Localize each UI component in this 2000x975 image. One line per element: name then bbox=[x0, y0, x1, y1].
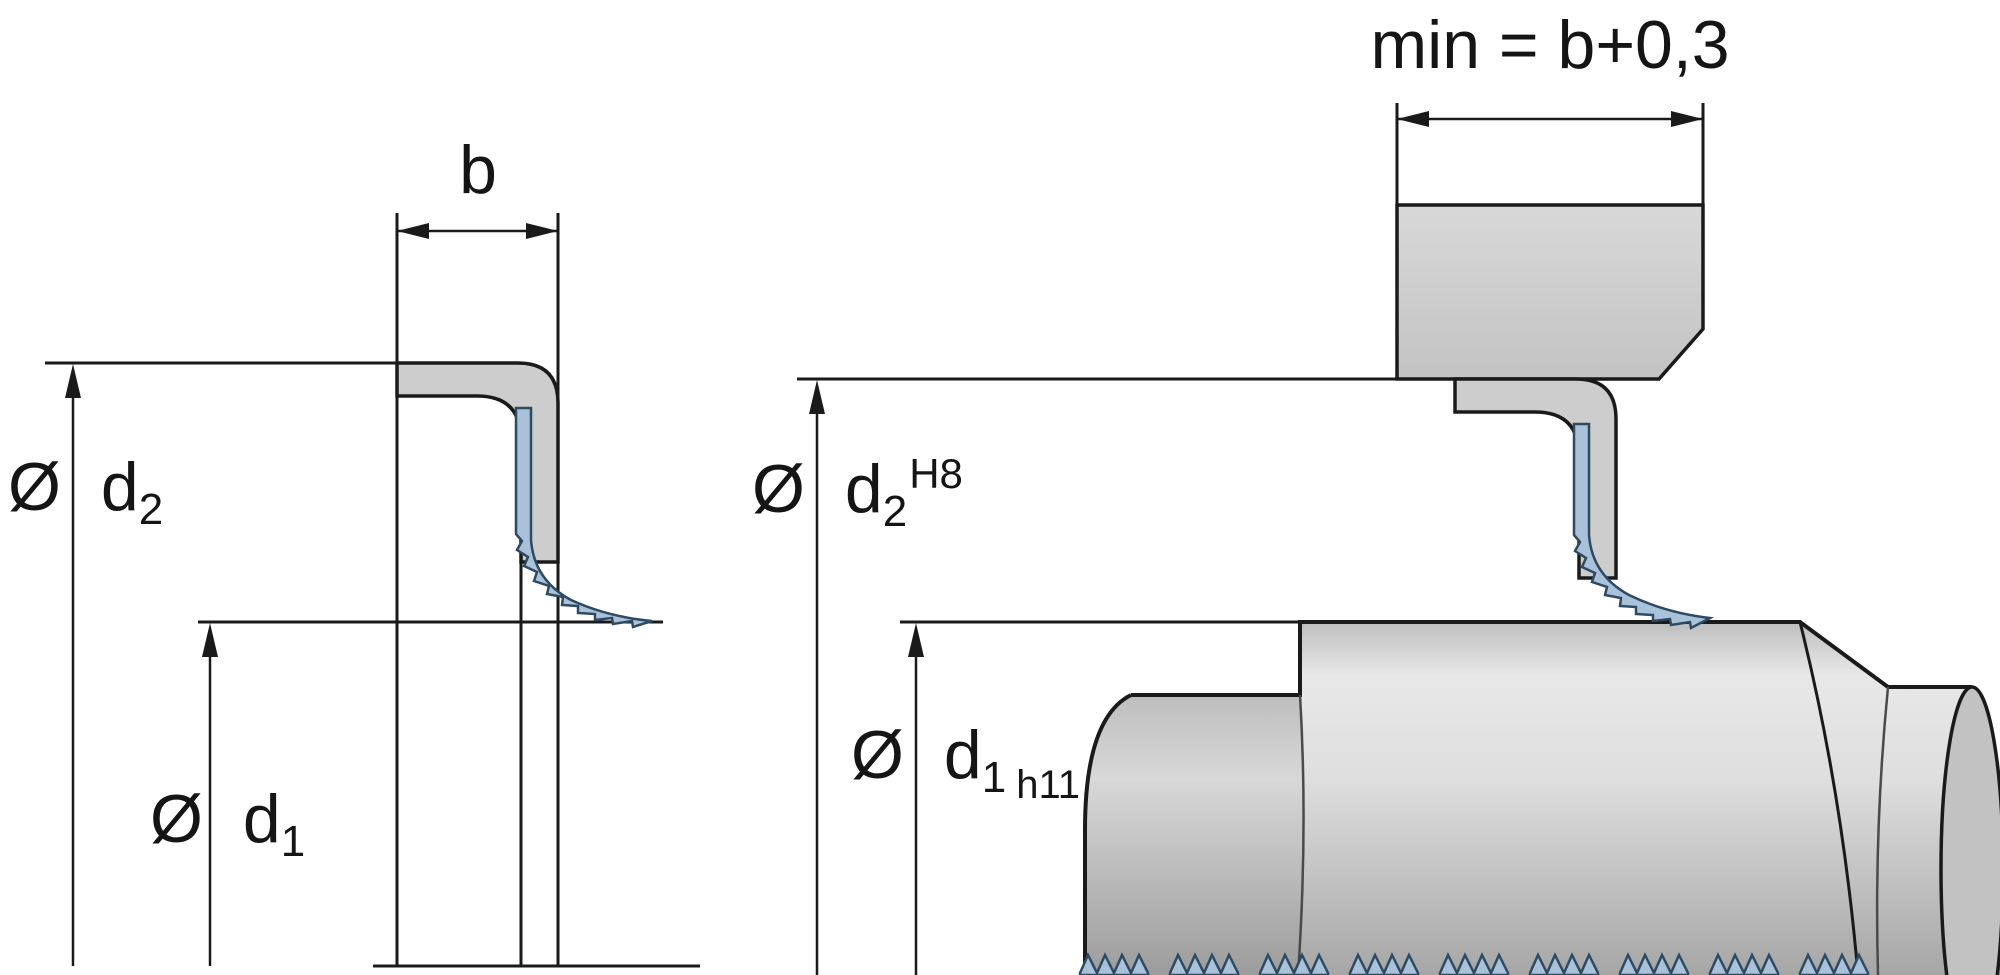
mirrored-lip-serrations bbox=[1078, 952, 1870, 975]
shaft-front-section bbox=[1085, 695, 1304, 975]
shaft-step-edge bbox=[1296, 694, 1305, 975]
shaft-body bbox=[1085, 622, 2000, 975]
arrowhead-d2-left bbox=[65, 364, 81, 398]
arrowhead-b-left bbox=[397, 223, 429, 239]
housing-block bbox=[1395, 203, 1705, 381]
diameter-symbol: Ø bbox=[150, 781, 203, 857]
right-view bbox=[797, 103, 2000, 975]
shaft-top-edge bbox=[1131, 620, 1972, 697]
seal-case-left bbox=[395, 361, 560, 564]
arrowhead-d1-left bbox=[202, 623, 218, 657]
arrowhead-b-right bbox=[526, 223, 558, 239]
shaft-left-edge bbox=[1083, 693, 1132, 975]
diameter-symbol: Ø bbox=[851, 717, 904, 793]
arrowhead-d2-right bbox=[809, 380, 825, 414]
shaft-end-cylinder-edge bbox=[1875, 686, 1890, 975]
arrowhead-d1-right bbox=[908, 623, 924, 657]
shaft-end-cap bbox=[1939, 685, 2000, 975]
tolerance-H8: H8 bbox=[909, 450, 963, 497]
dim-b-label: b bbox=[459, 132, 497, 208]
seal-lip-right bbox=[1572, 422, 1715, 630]
dim-min-label: min = b+0,3 bbox=[1370, 7, 1730, 83]
arrowhead-min-left bbox=[1397, 111, 1429, 127]
shaft bbox=[1083, 620, 2000, 975]
arrowhead-min-right bbox=[1671, 111, 1703, 127]
diameter-symbol: Ø bbox=[8, 449, 61, 525]
shaft-chamfer-edge bbox=[1798, 621, 1860, 975]
seal-lip-left bbox=[514, 406, 653, 629]
tolerance-h11: h11 bbox=[1016, 763, 1080, 807]
left-view bbox=[45, 213, 700, 968]
diameter-symbol: Ø bbox=[752, 451, 805, 527]
